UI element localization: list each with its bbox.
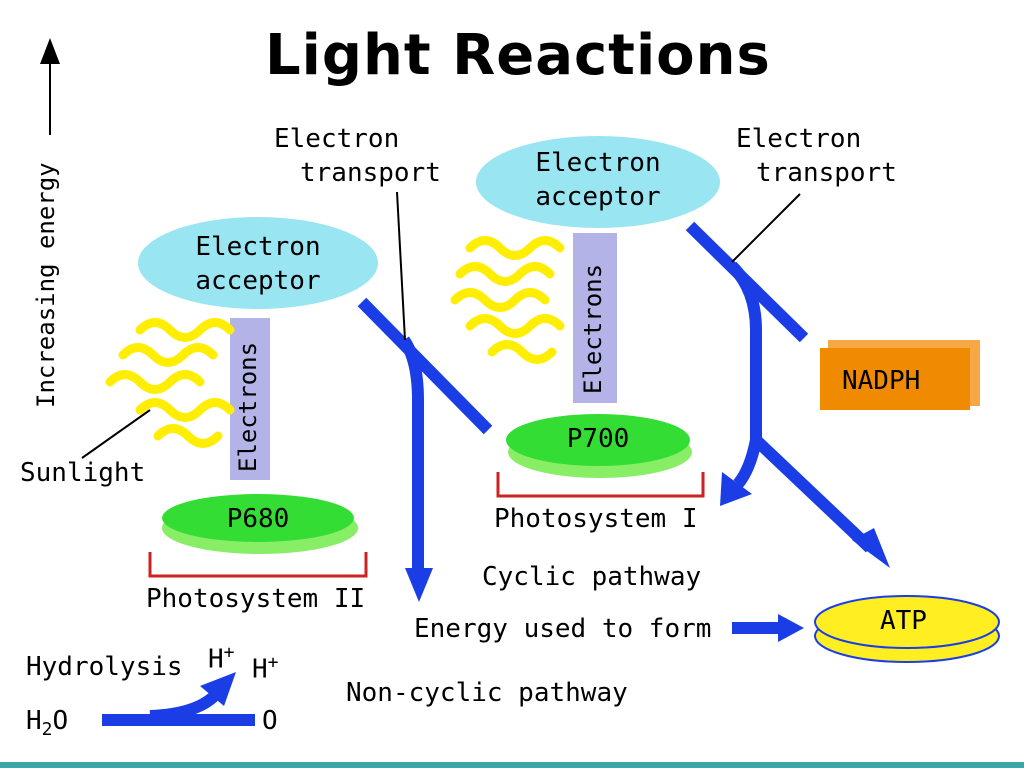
p680-label: P680 (226, 504, 290, 534)
p700-label: P700 (566, 424, 630, 454)
ps1-bracket (496, 472, 705, 498)
ps1-transport-down-path (727, 261, 762, 440)
hydrolysis-label: Hydrolysis (26, 652, 183, 682)
electron-transport-2-line1: Electron (736, 124, 862, 154)
sunlight-label: Sunlight (20, 458, 146, 488)
energy-used-arrowhead (778, 614, 804, 642)
nadph-box (820, 340, 980, 410)
cyclic-arrowhead (720, 472, 752, 506)
atp-disc (814, 595, 1000, 663)
cyclic-return-arrow (733, 438, 762, 488)
page-title: Light Reactions (265, 23, 771, 88)
ps1-acceptor-line2: acceptor (535, 182, 661, 212)
h-plus-ion-2: H+ (252, 652, 279, 685)
ps2-bracket (148, 552, 368, 578)
sunlight-waves-ps1 (450, 236, 565, 364)
hydrolysis-arrow (149, 687, 223, 722)
electron-transport-1-line1: Electron (274, 124, 400, 154)
bottom-rule (0, 762, 1024, 768)
non-cyclic-pathway-label: Non-cyclic pathway (346, 678, 628, 708)
energy-used-label: Energy used to form (414, 614, 712, 644)
nadph-label: NADPH (842, 366, 921, 396)
ps2-electrons-label: Electrons (234, 341, 262, 472)
p700-disc (506, 414, 692, 478)
non-cyclic-arrowhead (405, 568, 433, 602)
ps2-acceptor-line1: Electron (195, 232, 321, 262)
water-label: H2O (26, 706, 69, 741)
ps1-electron-acceptor-shape (476, 136, 720, 228)
electron-transport-chain-1 (357, 297, 493, 435)
electron-transport-1-pointer (396, 191, 406, 341)
non-cyclic-down-arrow (398, 336, 424, 570)
ps1-acceptor-line1: Electron (535, 148, 661, 178)
atp-label: ATP (880, 606, 927, 636)
energy-axis-label: Increasing energy (32, 162, 60, 408)
sunlight-pointer (81, 409, 151, 459)
energy-axis-arrow (40, 38, 60, 135)
hydrolysis-arrowhead (200, 672, 236, 706)
atp-branch-arrow (751, 435, 875, 553)
p680-disc (162, 494, 358, 554)
h-plus-ion-1: H+ (208, 642, 235, 675)
oxygen-label: O (262, 706, 278, 736)
ps1-electrons-bar (573, 233, 617, 403)
electron-transport-2-pointer (731, 193, 801, 263)
ps1-photosystem-label: Photosystem I (494, 504, 698, 534)
electron-transport-2-line2: transport (756, 158, 897, 188)
sunlight-waves-ps2 (105, 318, 235, 448)
cyclic-pathway-label: Cyclic pathway (482, 562, 702, 592)
ps2-electron-acceptor-shape (138, 217, 378, 309)
ps1-electrons-label: Electrons (579, 263, 607, 394)
atp-branch-arrowhead (852, 528, 890, 568)
electron-transport-1-line2: transport (300, 158, 441, 188)
ps2-electrons-bar (230, 318, 270, 480)
ps2-photosystem-label: Photosystem II (146, 584, 366, 614)
ps2-acceptor-line2: acceptor (195, 266, 321, 296)
